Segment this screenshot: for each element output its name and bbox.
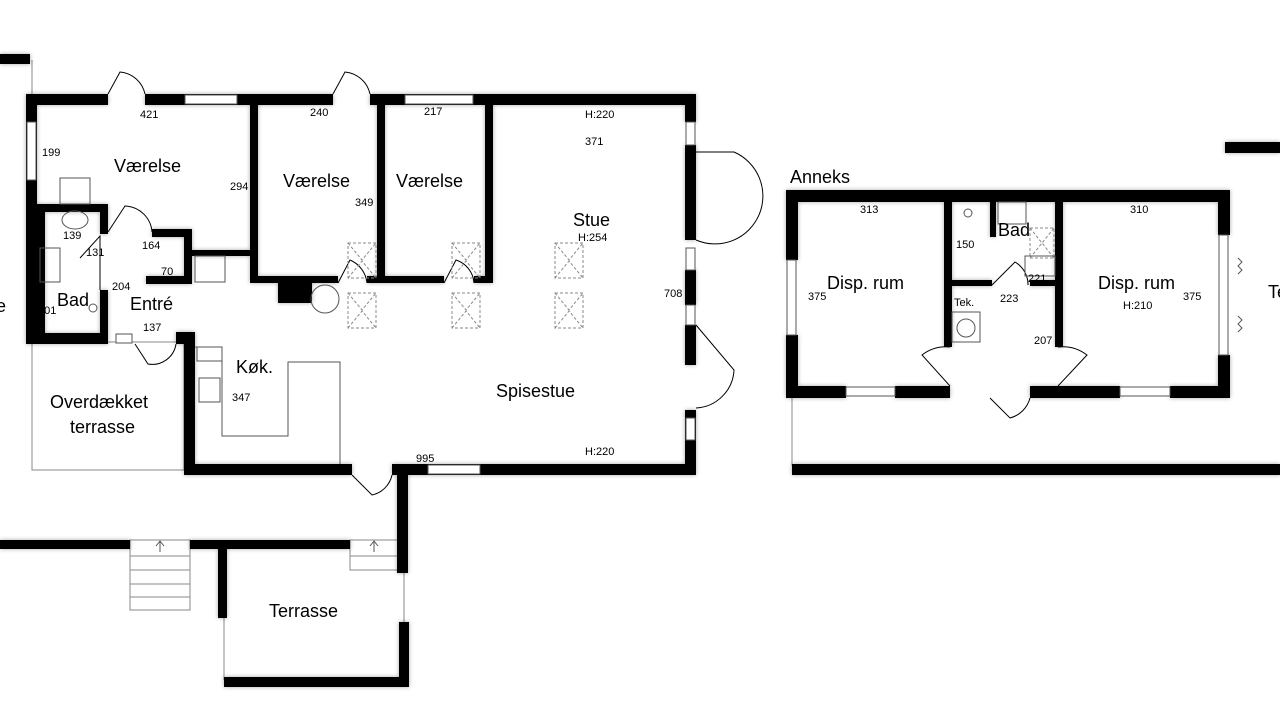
dim-139: 139 (63, 230, 81, 242)
dim-375-left: 375 (808, 291, 826, 303)
fixtures (39, 177, 1243, 552)
room-label-kok: Køk. (236, 357, 273, 377)
room-label-bad: Bad (57, 290, 89, 310)
dim-708: 708 (664, 288, 682, 300)
room-label-vaerelse-3: Værelse (396, 171, 463, 191)
dim-375-right: 375 (1183, 291, 1201, 303)
dim-223: 223 (1000, 293, 1018, 305)
room-label-spisestue: Spisestue (496, 381, 575, 401)
dim-70: 70 (161, 266, 173, 278)
skylights (347, 227, 1055, 329)
room-label-edge-left: e (0, 296, 6, 316)
room-label-terrasse: Terrasse (269, 601, 338, 621)
windows (26, 94, 1229, 475)
dim-137: 137 (143, 322, 161, 334)
dim-h220-bottom: H:220 (585, 446, 614, 458)
dim-131: 131 (86, 247, 104, 259)
walls (0, 54, 1280, 687)
room-label-tek: Tek. (954, 297, 974, 309)
room-label-vaerelse-2: Værelse (283, 171, 350, 191)
room-label-vaerelse-1: Værelse (114, 156, 181, 176)
dim-240: 240 (310, 107, 328, 119)
room-label-overdaekket-2: terrasse (70, 417, 135, 437)
dim-101: 101 (38, 305, 56, 317)
dim-217: 217 (424, 106, 442, 118)
dimension-labels: 421 240 217 H:220 371 199 294 349 139 16… (38, 106, 1201, 465)
room-label-bad-2: Bad (998, 220, 1030, 240)
dim-204: 204 (112, 281, 130, 293)
dim-199: 199 (42, 147, 60, 159)
thin-outlines (31, 60, 793, 680)
dim-371: 371 (585, 136, 603, 148)
dim-h254: H:254 (578, 232, 607, 244)
room-label-disp-rum-2: Disp. rum (1098, 273, 1175, 293)
room-labels: Værelse Værelse Værelse Stue Bad Entré K… (0, 156, 1280, 621)
dim-310: 310 (1130, 204, 1148, 216)
dim-995: 995 (416, 453, 434, 465)
dim-221: 221 (1028, 273, 1046, 285)
doors (79, 71, 1088, 496)
dim-313: 313 (860, 204, 878, 216)
dim-150: 150 (956, 239, 974, 251)
dim-h210: H:210 (1123, 300, 1152, 312)
dim-347: 347 (232, 392, 250, 404)
room-label-disp-rum-1: Disp. rum (827, 273, 904, 293)
room-label-anneks: Anneks (790, 167, 850, 187)
dim-421: 421 (140, 109, 158, 121)
dim-349: 349 (355, 197, 373, 209)
room-label-entre: Entré (130, 294, 173, 314)
dim-h220-top: H:220 (585, 109, 614, 121)
room-label-stue: Stue (573, 210, 610, 230)
dim-207: 207 (1034, 335, 1052, 347)
room-label-edge-right: Te (1268, 282, 1280, 302)
room-label-overdaekket-1: Overdækket (50, 392, 148, 412)
dim-294: 294 (230, 181, 248, 193)
dim-164: 164 (142, 240, 160, 252)
